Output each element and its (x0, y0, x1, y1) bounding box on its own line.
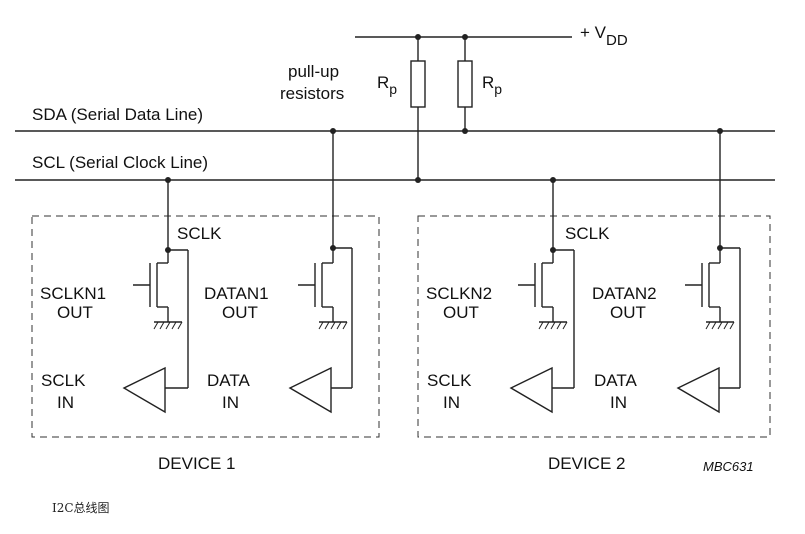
datan2-label: DATAN2 (592, 284, 657, 303)
datan1-label: DATAN1 (204, 284, 269, 303)
data-in-label: DATA (594, 371, 637, 390)
sclk-in-label-2: IN (443, 393, 460, 412)
data-in-label: DATA (207, 371, 250, 390)
pullup-resistor-1 (410, 60, 426, 108)
resistor-label-2: Rp (482, 73, 502, 97)
device-2-label: DEVICE 2 (548, 454, 625, 473)
sclk-in-label-2: IN (57, 393, 74, 412)
pullup-resistor-2 (457, 60, 473, 108)
device-1-sclk-label: SCLK (177, 224, 222, 243)
sda-label: SDA (Serial Data Line) (32, 105, 203, 124)
sclk-in-label: SCLK (427, 371, 472, 390)
device-1-label: DEVICE 1 (158, 454, 235, 473)
data-input-buffer (288, 366, 332, 414)
sclk-input-buffer (509, 366, 553, 414)
figure-code: MBC631 (703, 459, 754, 474)
datan2-out-label: OUT (610, 303, 646, 322)
device-2-sclk-label: SCLK (565, 224, 610, 243)
resistor-label-1: Rp (377, 73, 397, 97)
pullup-label-line1: pull-up (288, 62, 339, 81)
sclkn2-out-label: OUT (443, 303, 479, 322)
sclkn1-out-label: OUT (57, 303, 93, 322)
datan1-out-label: OUT (222, 303, 258, 322)
pullup-label-line2: resistors (280, 84, 344, 103)
junction-dot (462, 128, 468, 134)
sclk-input-buffer (122, 366, 166, 414)
device-2-box (417, 215, 771, 438)
data-input-buffer (676, 366, 720, 414)
data-in-label-2: IN (222, 393, 239, 412)
sclkn2-label: SCLKN2 (426, 284, 492, 303)
device-1-box (31, 215, 380, 438)
sclkn1-label: SCLKN1 (40, 284, 106, 303)
junction-dot (415, 177, 421, 183)
figure-caption: I2C总线图 (52, 501, 110, 515)
data-in-label-2: IN (610, 393, 627, 412)
sclk-in-label: SCLK (41, 371, 86, 390)
vdd-label: + VDD (580, 23, 628, 49)
scl-label: SCL (Serial Clock Line) (32, 153, 208, 172)
